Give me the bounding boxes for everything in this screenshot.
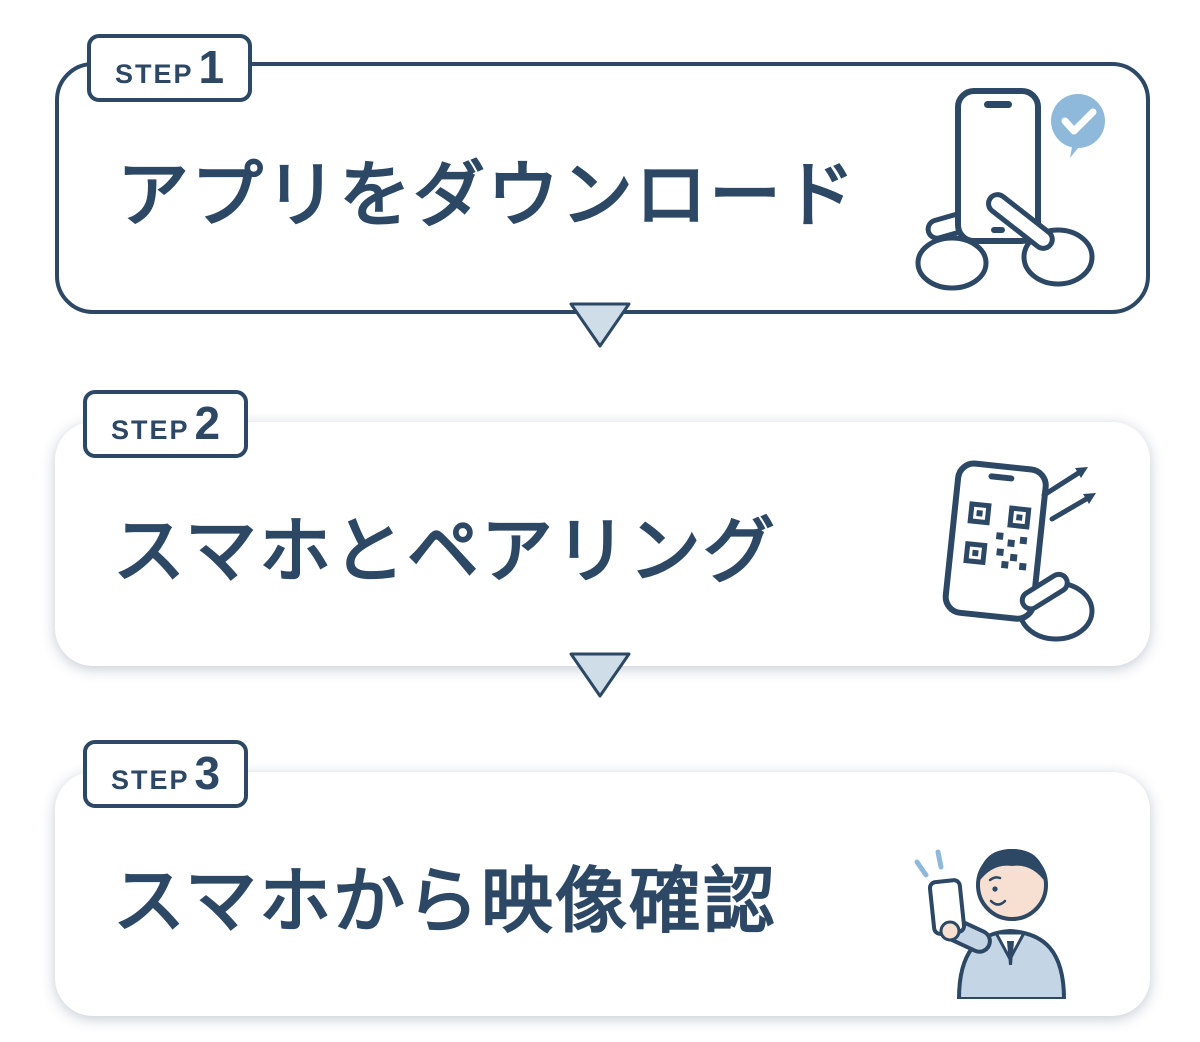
step-title-2: スマホとペアリング (113, 511, 777, 592)
step-badge-1: STEP 1 (87, 34, 253, 102)
step-card-3: STEP 3 スマホから映像確認 (55, 740, 1150, 1016)
smartphone-tap-check-icon (900, 83, 1110, 293)
step-badge-3: STEP 3 (83, 740, 249, 808)
down-triangle-svg (569, 302, 631, 348)
step-title-3: スマホから映像確認 (113, 861, 777, 942)
person-checking-phone-svg (914, 849, 1066, 999)
down-triangle-svg (569, 652, 631, 698)
step-badge-number: 3 (194, 747, 221, 799)
smartphone-tap-check-svg (915, 88, 1105, 291)
step-badge-prefix: STEP (115, 59, 194, 89)
person-checking-phone-icon (904, 789, 1114, 999)
down-triangle-icon (568, 301, 632, 349)
step-card-1: STEP 1 アプリをダウンロード (55, 34, 1150, 314)
step-badge-prefix: STEP (111, 415, 190, 445)
step-badge-prefix: STEP (111, 765, 190, 795)
smartphone-qr-pairing-svg (942, 460, 1096, 642)
step-badge-2: STEP 2 (83, 390, 249, 458)
step-badge-number: 2 (194, 397, 221, 449)
step-badge-number: 1 (198, 41, 225, 93)
step-card-2: STEP 2 スマホとペアリング (55, 390, 1150, 666)
smartphone-qr-pairing-icon (904, 439, 1114, 649)
step-title-1: アプリをダウンロード (117, 155, 858, 236)
down-triangle-icon (568, 651, 632, 699)
